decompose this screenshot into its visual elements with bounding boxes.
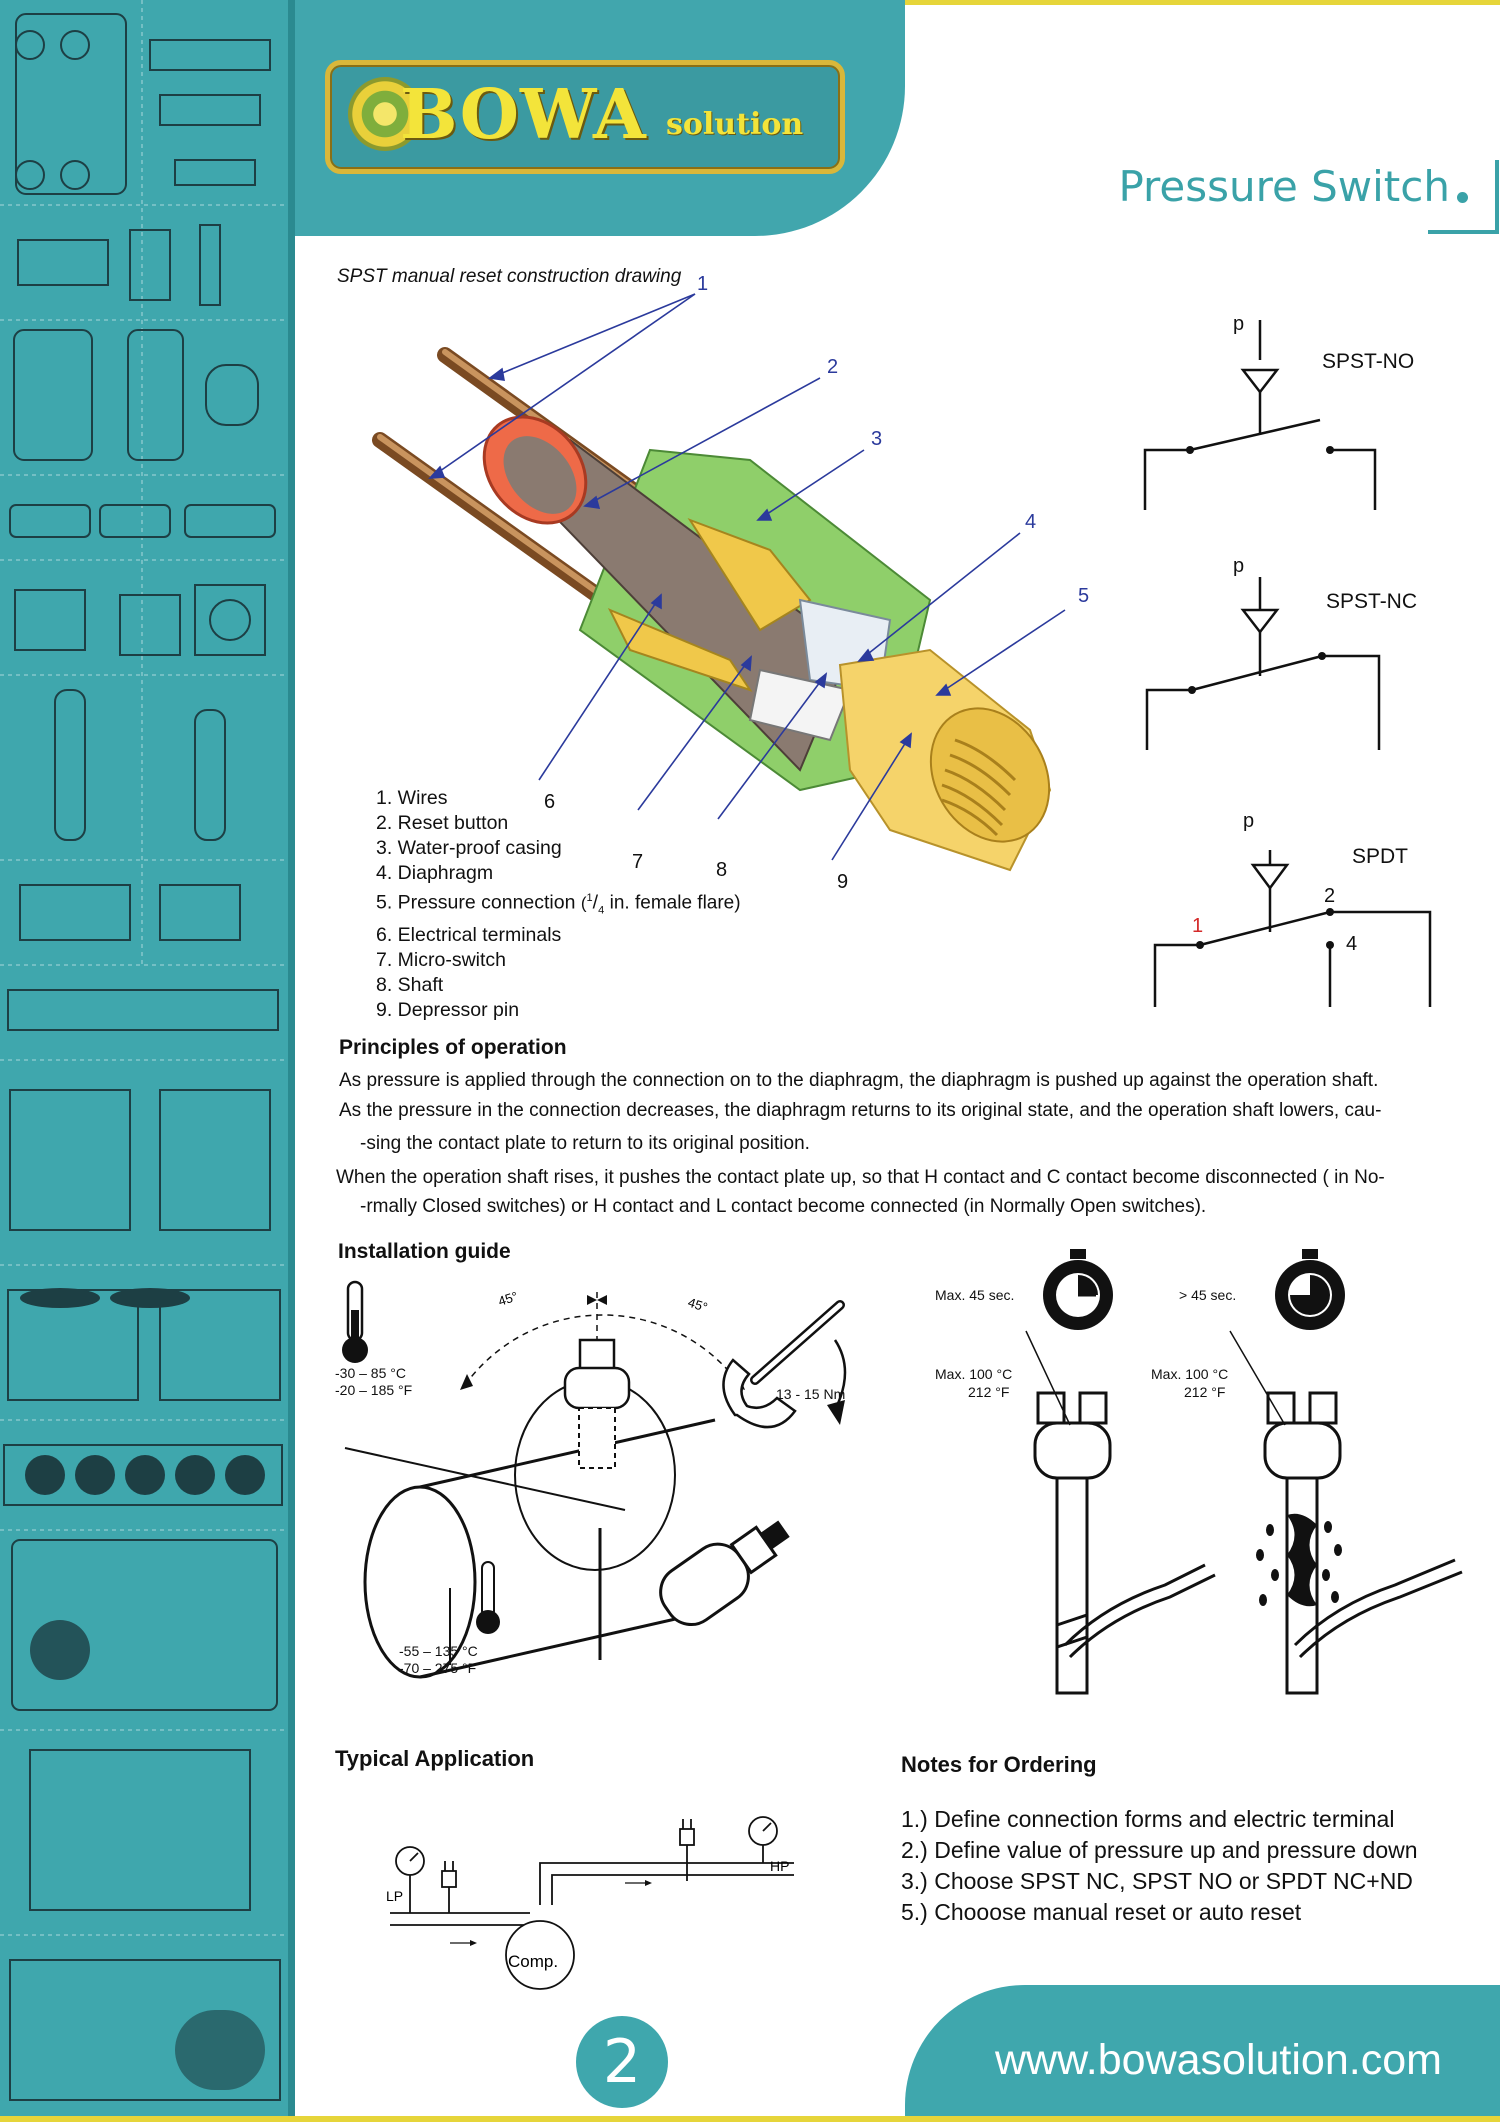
max-temp-c-right: Max. 100 °C bbox=[1151, 1366, 1229, 1382]
part-item-pressure-connection: 5. Pressure connection (1/4 in. female f… bbox=[376, 891, 741, 917]
construction-caption: SPST manual reset construction drawing bbox=[337, 266, 682, 287]
ordering-item: 3.) Choose SPST NC, SPST NO or SPDT NC+N… bbox=[901, 1868, 1413, 1894]
part-item: 6. Electrical terminals bbox=[376, 924, 562, 947]
spst-no-label: SPST-NO bbox=[1322, 350, 1414, 373]
ambient-temp-f: -20 – 185 °F bbox=[335, 1382, 413, 1398]
pipe-temp-c: -55 – 135 °C bbox=[399, 1643, 478, 1659]
ordering-heading: Notes for Ordering bbox=[901, 1752, 1097, 1777]
page-number: 2 bbox=[576, 2016, 668, 2108]
p-label-no: p bbox=[1233, 313, 1244, 335]
part-item: 1. Wires bbox=[376, 787, 448, 809]
angle-right-label: 45° bbox=[686, 1295, 709, 1315]
part-item: 4. Diaphragm bbox=[376, 862, 494, 884]
ordering-list: 1.) Define connection forms and electric… bbox=[901, 1804, 1418, 1928]
principles-paragraph-1: As pressure is applied through the conne… bbox=[339, 1070, 1379, 1091]
title-underline bbox=[1428, 230, 1498, 234]
title-bullet-icon bbox=[1457, 192, 1468, 203]
principles-heading: Principles of operation bbox=[339, 1036, 567, 1059]
website-link[interactable]: www.bowasolution.com bbox=[995, 2036, 1442, 2084]
compressor-label: Comp. bbox=[508, 1952, 558, 1971]
page-title: Pressure Switch bbox=[1118, 162, 1450, 211]
ordering-item: 2.) Define value of pressure up and pres… bbox=[901, 1837, 1418, 1863]
callout-8: 8 bbox=[716, 859, 727, 881]
pipe-temp-f: -70 – 275 °F bbox=[399, 1660, 477, 1676]
part-item: 9. Depressor pin bbox=[376, 999, 520, 1022]
lp-label: LP bbox=[386, 1888, 403, 1904]
brand-logo: BOWA solution bbox=[325, 60, 845, 174]
sidebar-product-illustrations bbox=[0, 0, 288, 2101]
ordering-item: 5.) Chooose manual reset or auto reset bbox=[901, 1899, 1302, 1925]
callout-9: 9 bbox=[837, 871, 848, 893]
application-heading: Typical Application bbox=[335, 1746, 535, 1771]
title-bracket bbox=[1495, 160, 1499, 234]
construction-drawing: 1 2 3 4 5 6 7 8 9 bbox=[372, 273, 1089, 893]
torque-label: 13 - 15 Nm bbox=[776, 1386, 846, 1402]
installation-drawing: 45° 45° bbox=[342, 1280, 847, 1679]
callout-7: 7 bbox=[632, 851, 643, 873]
callout-6: 6 bbox=[544, 791, 555, 813]
p-label-nc: p bbox=[1233, 555, 1244, 577]
application-diagram: LP HP Comp. bbox=[386, 1816, 794, 1990]
brand-sub: solution bbox=[666, 107, 804, 142]
principles-paragraph-2b: -sing the contact plate to return to its… bbox=[360, 1133, 810, 1154]
callout-2: 2 bbox=[827, 356, 838, 378]
terminal-2-label: 2 bbox=[1324, 885, 1335, 907]
time-exceeded-label: > 45 sec. bbox=[1179, 1287, 1237, 1303]
part-item: 3. Water-proof casing bbox=[376, 837, 562, 859]
ambient-temp-c: -30 – 85 °C bbox=[335, 1365, 406, 1381]
bottom-accent-bar bbox=[0, 2116, 1500, 2122]
soldering-guide-drawing bbox=[1025, 1249, 1463, 1695]
sidebar-product-gallery bbox=[0, 0, 288, 2122]
installation-heading: Installation guide bbox=[338, 1240, 511, 1263]
part-item: 7. Micro-switch bbox=[376, 949, 507, 972]
hp-label: HP bbox=[770, 1858, 789, 1874]
principles-paragraph-3a: When the operation shaft rises, it pushe… bbox=[336, 1167, 1385, 1188]
time-ok-label: Max. 45 sec. bbox=[935, 1287, 1015, 1303]
logo-emblem-icon bbox=[348, 77, 422, 151]
max-temp-f-right: 212 °F bbox=[1184, 1384, 1226, 1400]
terminal-4-label: 4 bbox=[1346, 933, 1357, 955]
callout-5: 5 bbox=[1078, 585, 1089, 607]
footer-url-banner bbox=[905, 1985, 1500, 2116]
switch-schematics: p SPST-NO p SPST-NC p SPDT 1 2 4 bbox=[1143, 313, 1432, 1007]
sidebar-divider bbox=[288, 0, 295, 2122]
ordering-item: 1.) Define connection forms and electric… bbox=[901, 1806, 1395, 1832]
callout-3: 3 bbox=[871, 428, 882, 450]
p-label-spdt: p bbox=[1243, 810, 1254, 832]
max-temp-f-left: 212 °F bbox=[968, 1384, 1010, 1400]
callout-4: 4 bbox=[1025, 511, 1036, 533]
max-temp-c-left: Max. 100 °C bbox=[935, 1366, 1013, 1382]
brand-name: BOWA bbox=[400, 75, 647, 155]
spst-nc-label: SPST-NC bbox=[1326, 590, 1417, 613]
callout-1: 1 bbox=[697, 273, 708, 295]
angle-left-label: 45° bbox=[496, 1289, 519, 1309]
part-item: 2. Reset button bbox=[376, 812, 509, 834]
parts-list: 1. Wires 2. Reset button 3. Water-proof … bbox=[376, 786, 741, 1023]
principles-paragraph-2a: As the pressure in the connection decrea… bbox=[339, 1100, 1382, 1121]
spdt-label: SPDT bbox=[1352, 845, 1408, 868]
terminal-1-label: 1 bbox=[1192, 915, 1203, 937]
part-item: 8. Shaft bbox=[376, 974, 444, 997]
principles-paragraph-3b: -rmally Closed switches) or H contact an… bbox=[360, 1196, 1207, 1217]
